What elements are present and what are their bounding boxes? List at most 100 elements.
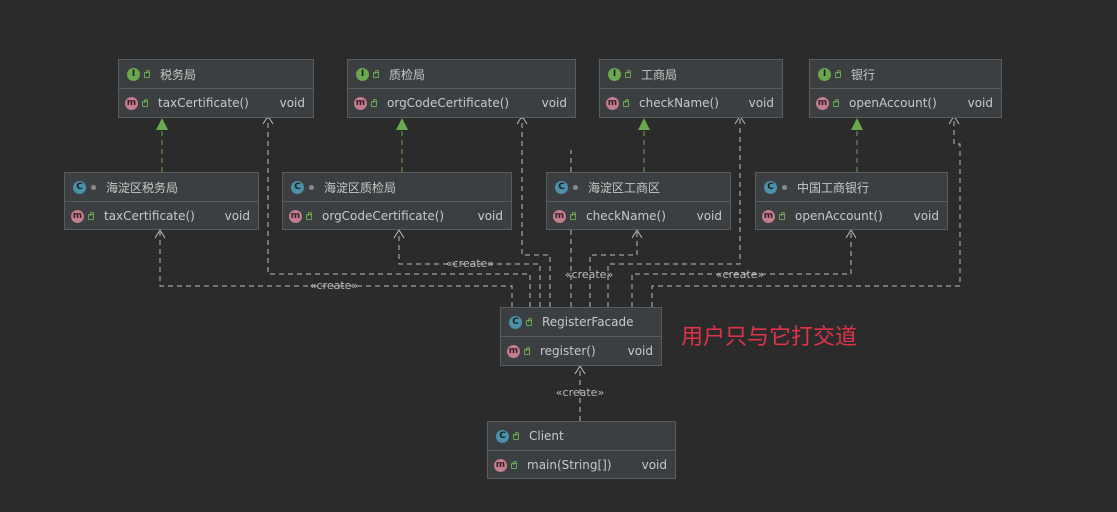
node-title: 中国工商银行: [797, 180, 870, 195]
class-icon: C: [291, 180, 304, 194]
create-label: «create»: [445, 257, 495, 270]
dep-arrow-bank-impl: [845, 229, 857, 239]
class-icon: C: [764, 180, 777, 194]
return-type: void: [224, 209, 250, 223]
create-label: «create»: [555, 386, 605, 399]
public-lock-icon: [511, 461, 519, 469]
node-title: RegisterFacade: [542, 315, 634, 329]
method-name: main(String[]): [527, 458, 612, 472]
dep-edge-biz-impl: [589, 232, 638, 307]
method-name: openAccount(): [849, 96, 937, 110]
dep-edge-qual-impl: [398, 232, 541, 307]
runnable-class-icon: C: [496, 429, 509, 443]
public-lock-icon: [625, 70, 633, 78]
node-title: 海淀区工商区: [588, 180, 661, 195]
node-title: 工商局: [641, 67, 678, 82]
method-name: openAccount(): [795, 209, 883, 223]
create-label: «create»: [309, 279, 359, 292]
interface-icon: I: [356, 67, 369, 81]
create-label: «create»: [564, 268, 614, 281]
class-icbc-bank[interactable]: C 中国工商银行 m openAccount() void: [755, 172, 948, 230]
public-lock-icon: [524, 347, 532, 355]
public-lock-icon: [88, 212, 96, 220]
package-visibility-icon: [572, 183, 580, 191]
node-title: 银行: [851, 67, 876, 82]
node-title: 税务局: [160, 67, 197, 82]
dep-arrow-biz-impl: [631, 229, 643, 239]
return-type: void: [541, 96, 567, 110]
public-lock-icon: [835, 70, 843, 78]
package-visibility-icon: [90, 183, 98, 191]
node-title: Client: [529, 429, 564, 443]
interface-tax-bureau[interactable]: I 税务局 m taxCertificate() void: [118, 59, 314, 118]
dep-edge-biz-iface2: [607, 118, 741, 307]
public-lock-icon: [373, 70, 381, 78]
package-visibility-icon: [781, 183, 789, 191]
dep-edge-tax-impl: [159, 232, 513, 307]
public-lock-icon: [144, 70, 152, 78]
dep-arrow-qual-impl: [393, 229, 405, 239]
return-type: void: [967, 96, 993, 110]
dep-arrow-tax-impl: [154, 229, 166, 239]
impl-arrow-qual: [396, 118, 408, 130]
annotation-text: 用户只与它打交道: [681, 325, 858, 350]
public-lock-icon: [513, 432, 521, 440]
method-name: taxCertificate(): [158, 96, 249, 110]
method-name: orgCodeCertificate(): [387, 96, 510, 110]
public-lock-icon: [142, 99, 150, 107]
public-lock-icon: [570, 212, 578, 220]
public-lock-icon: [623, 99, 631, 107]
public-lock-icon: [833, 99, 841, 107]
return-type: void: [477, 209, 503, 223]
method-name: orgCodeCertificate(): [322, 209, 445, 223]
interface-bank[interactable]: I 银行 m openAccount() void: [809, 59, 1002, 118]
method-icon: m: [507, 344, 520, 358]
dep-edge-qual-iface: [521, 118, 551, 307]
method-name: checkName(): [586, 209, 666, 223]
return-type: void: [641, 458, 667, 472]
return-type: void: [627, 344, 653, 358]
dep-edge-tax-iface: [267, 118, 531, 307]
method-icon: m: [762, 209, 775, 223]
class-haidian-tax-bureau[interactable]: C 海淀区税务局 m taxCertificate() void: [64, 172, 259, 230]
package-visibility-icon: [308, 183, 316, 191]
class-client[interactable]: C Client m main(String[]) void: [487, 421, 676, 479]
method-icon: m: [606, 96, 619, 110]
interface-icon: I: [608, 67, 621, 81]
node-title: 海淀区税务局: [106, 180, 179, 195]
dep-arrow-client: [574, 365, 586, 375]
node-title: 质检局: [389, 67, 426, 82]
interface-icon: I: [127, 67, 140, 81]
method-icon: m: [125, 96, 138, 110]
public-lock-icon: [779, 212, 787, 220]
create-label: «create»: [715, 268, 765, 281]
class-icon: C: [555, 180, 568, 194]
return-type: void: [913, 209, 939, 223]
method-icon: m: [289, 209, 302, 223]
dep-edge-bank-iface: [651, 118, 961, 307]
public-lock-icon: [371, 99, 379, 107]
impl-arrow-tax: [156, 118, 168, 130]
class-icon: C: [509, 315, 522, 329]
class-haidian-commerce-bureau[interactable]: C 海淀区工商区 m checkName() void: [546, 172, 731, 230]
dep-edge-bank-impl: [631, 232, 852, 307]
public-lock-icon: [306, 212, 314, 220]
return-type: void: [696, 209, 722, 223]
public-lock-icon: [526, 318, 534, 326]
static-method-icon: m: [494, 458, 507, 472]
method-name: register(): [540, 344, 596, 358]
return-type: void: [279, 96, 305, 110]
interface-icon: I: [818, 67, 831, 81]
impl-arrow-bank: [851, 118, 863, 130]
class-icon: C: [73, 180, 86, 194]
method-icon: m: [816, 96, 829, 110]
class-register-facade[interactable]: C RegisterFacade m register() void: [500, 307, 662, 366]
impl-arrow-biz: [638, 118, 650, 130]
method-icon: m: [553, 209, 566, 223]
method-icon: m: [71, 209, 84, 223]
method-name: taxCertificate(): [104, 209, 195, 223]
return-type: void: [748, 96, 774, 110]
